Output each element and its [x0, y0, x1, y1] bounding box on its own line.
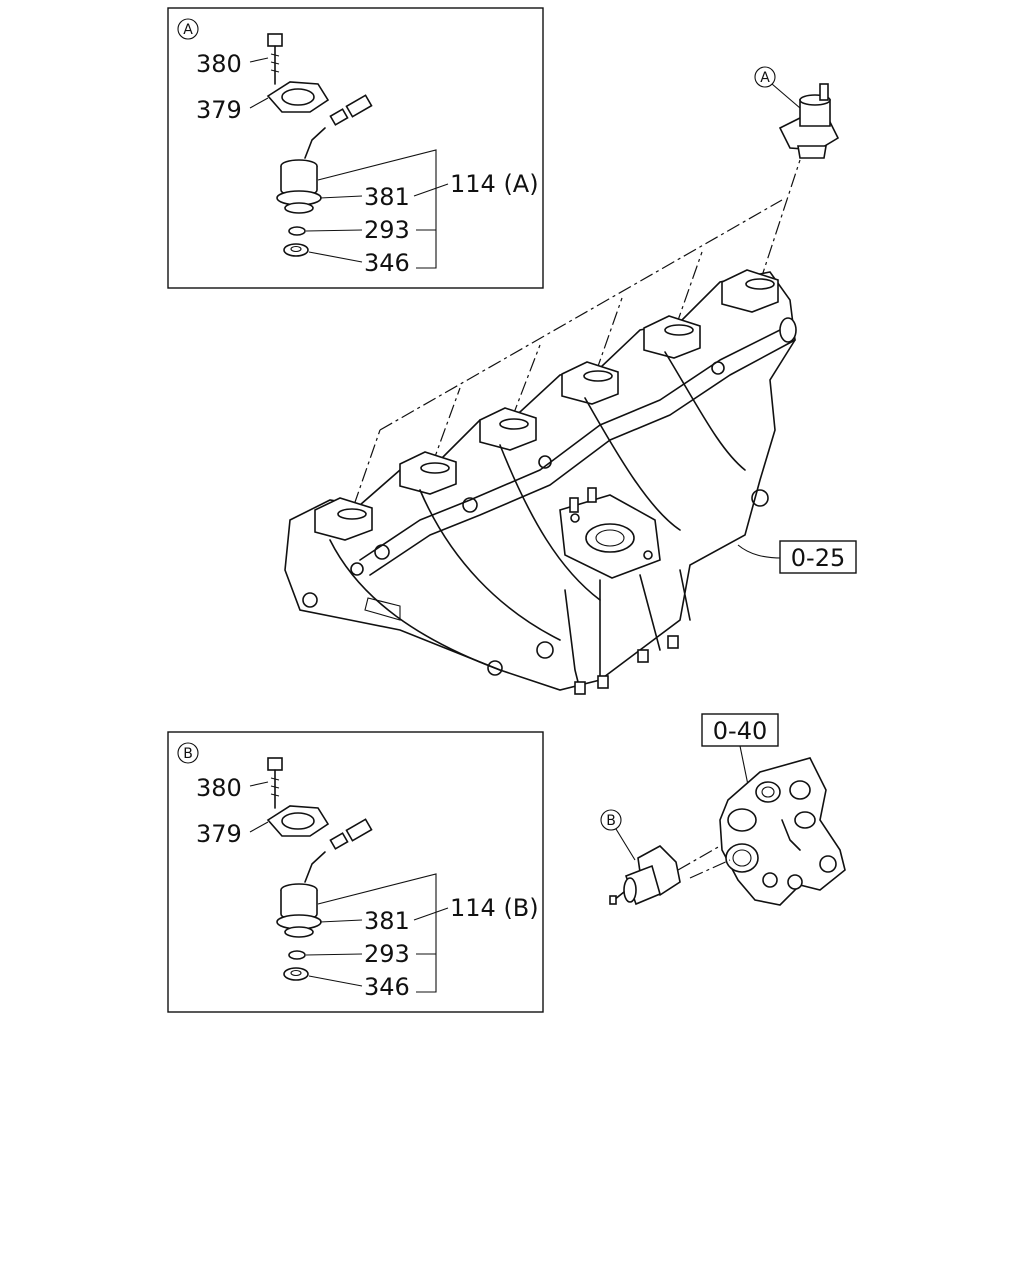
flange-379-b-icon	[266, 805, 330, 837]
label-346-b: 346	[364, 973, 410, 1001]
bolt-380-icon	[267, 33, 283, 85]
washer-346-b-icon	[283, 967, 309, 981]
bracket-a	[317, 149, 437, 269]
detail-a-frame	[167, 7, 544, 289]
detail-a-marker-circle	[177, 18, 199, 40]
connector-b-icon	[304, 818, 373, 883]
throttle-mount	[559, 487, 661, 579]
detail-b-frame	[167, 731, 544, 1013]
intake-manifold-drawing	[284, 159, 801, 695]
label-293-b: 293	[364, 940, 410, 968]
detail-b-marker-circle	[177, 742, 199, 764]
label-379-b: 379	[196, 820, 242, 848]
label-379-a: 379	[196, 96, 242, 124]
callout-b-marker: B	[606, 813, 616, 829]
solenoid-381-b-icon	[276, 883, 322, 938]
sensor-a-drawing: A	[754, 66, 840, 159]
detail-a-panel: A 380 379 381	[167, 7, 544, 289]
pump-housing-drawing: 0-40	[677, 713, 846, 906]
o-ring-293-icon	[288, 226, 306, 236]
washer-346-icon	[283, 243, 309, 257]
bolt-380-b-icon	[267, 757, 283, 809]
label-380-b: 380	[196, 774, 242, 802]
label-114a: 114 (A)	[450, 170, 539, 198]
label-114b: 114 (B)	[450, 894, 539, 922]
label-381-a: 381	[364, 183, 410, 211]
sensor-b-drawing: B	[600, 809, 681, 906]
detail-a-marker: A	[183, 22, 193, 38]
manifold-ports	[314, 269, 779, 541]
label-380-a: 380	[196, 50, 242, 78]
label-293-a: 293	[364, 216, 410, 244]
bracket-b	[317, 873, 437, 993]
solenoid-381-icon	[276, 159, 322, 214]
callout-a-marker: A	[760, 70, 770, 86]
flange-379-icon	[266, 81, 330, 113]
ref-0-25: 0-25	[779, 540, 857, 574]
label-346-a: 346	[364, 249, 410, 277]
connector-icon	[304, 94, 373, 159]
ref-0-40-label: 0-40	[713, 717, 767, 745]
detail-b-panel: B 380 379 381 293	[167, 731, 544, 1013]
label-381-b: 381	[364, 907, 410, 935]
detail-b-marker: B	[183, 746, 193, 762]
ref-0-25-label: 0-25	[791, 544, 845, 572]
o-ring-293-b-icon	[288, 950, 306, 960]
